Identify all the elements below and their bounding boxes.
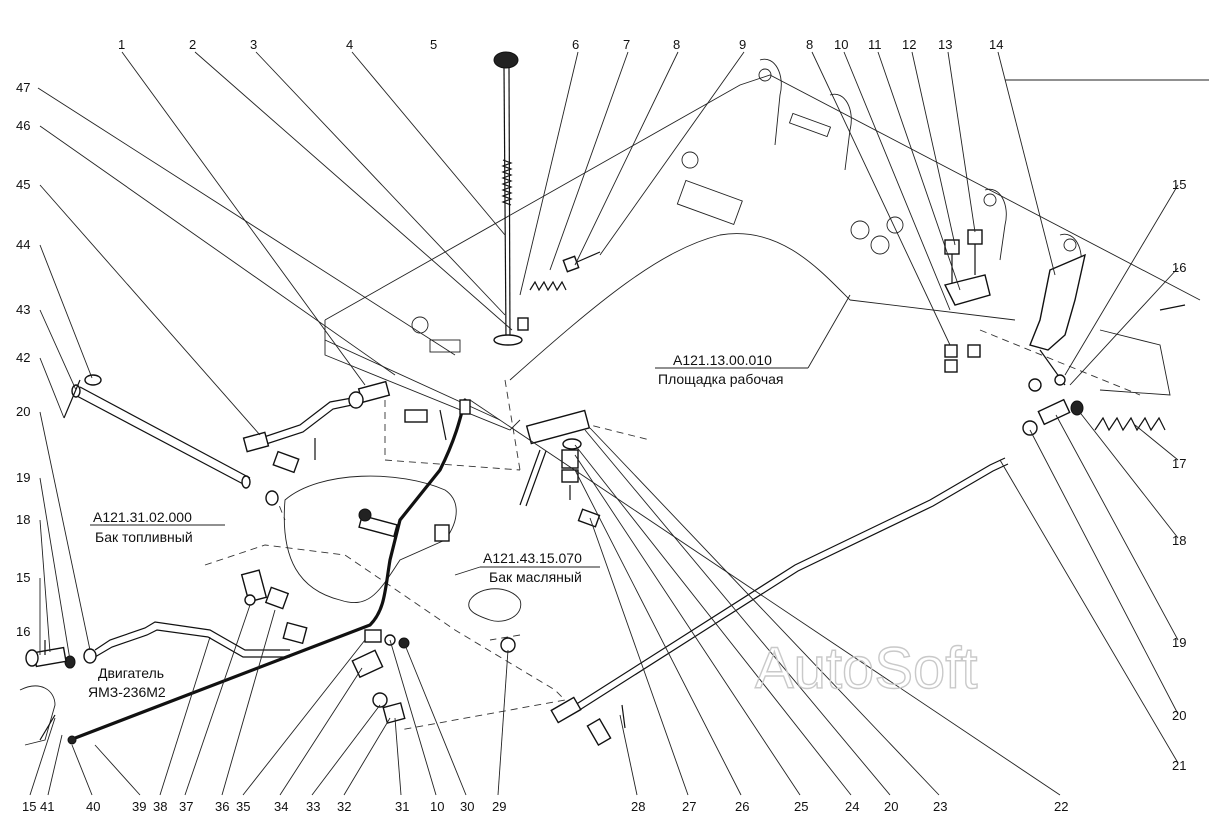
callout-label: 14 [989,37,1003,52]
callout-label: 36 [215,799,229,814]
callout-label: 41 [40,799,54,814]
callout-label: 5 [430,37,437,52]
callout-label: 33 [306,799,320,814]
watermark: AutoSoft [755,636,977,701]
callout-label: 4 [346,37,353,52]
callout-label: 20 [884,799,898,814]
callout-label: 32 [337,799,351,814]
callout-label: 22 [1054,799,1068,814]
callout-label: 45 [16,177,30,192]
bolts-11-13 [943,229,991,373]
callout-label: 10 [834,37,848,52]
callout-label: 13 [938,37,952,52]
leader-lines [29,51,1209,796]
engine-label-line1: Двигатель [98,665,164,681]
callout-label: 11 [868,37,882,52]
callout-label: 21 [1172,758,1186,773]
callout-label: 16 [1172,260,1186,275]
platform-outline [324,58,1201,431]
platform-code: А121.13.00.010 [673,352,772,368]
callouts-right: 15 16 17 18 19 20 21 [1172,177,1186,773]
spring-7 [529,251,601,292]
callout-label: 30 [460,799,474,814]
callout-label: 3 [250,37,257,52]
callout-label: 24 [845,799,859,814]
engine-bracket [19,640,76,746]
callout-label: 25 [794,799,808,814]
callout-label: 9 [739,37,746,52]
callout-label: 20 [16,404,30,419]
fuel-tank-outline [283,475,457,604]
callout-label: 28 [631,799,645,814]
callout-label: 20 [1172,708,1186,723]
callout-label: 31 [395,799,409,814]
callout-label: 23 [933,799,947,814]
callout-label: 15 [1172,177,1186,192]
callout-label: 38 [153,799,167,814]
callout-label: 35 [236,799,250,814]
oil-tank-name: Бак масляный [489,569,582,585]
fuel-tank-name: Бак топливный [95,529,193,545]
fuel-tank-code: А121.31.02.000 [93,509,192,525]
callout-label: 15 [16,570,30,585]
callout-label: 16 [16,624,30,639]
callout-label: 2 [189,37,196,52]
rod-38 [83,621,308,664]
callout-label: 37 [179,799,193,814]
clamps-30-34 [265,490,516,724]
callout-label: 10 [430,799,444,814]
callout-label: 17 [1172,456,1186,471]
callout-label: 43 [16,302,30,317]
callout-label: 40 [86,799,100,814]
engine-label-line2: ЯМЗ-236М2 [88,684,166,700]
callout-label: 46 [16,118,30,133]
oil-tank-outline [468,588,522,622]
platform-name: Площадка рабочая [658,371,784,387]
callout-label: 12 [902,37,916,52]
callout-label: 19 [16,470,30,485]
callout-label: 29 [492,799,506,814]
callout-label: 1 [118,37,125,52]
callout-label: 26 [735,799,749,814]
rod-22 [550,457,1009,746]
assembly-lines [204,329,1141,731]
brackets-35-36 [240,569,290,610]
callout-label: 8 [806,37,813,52]
callout-label: 47 [16,80,30,95]
callout-label: 18 [16,512,30,527]
callout-label: 19 [1172,635,1186,650]
oil-tank-code: А121.43.15.070 [483,550,582,566]
callout-label: 18 [1172,533,1186,548]
rod-44 [63,374,251,489]
callout-label: 42 [16,350,30,365]
callouts-bottom: 15 41 40 39 38 37 36 35 34 33 32 31 10 3… [22,799,1068,814]
pedal-14 [1022,253,1186,436]
callout-label: 15 [22,799,36,814]
callout-label: 6 [572,37,579,52]
callout-label: 39 [132,799,146,814]
shift-lever [493,51,529,346]
callouts-left: 47 46 45 44 43 42 20 19 18 15 16 [16,80,30,639]
callout-label: 8 [673,37,680,52]
callouts-top: 1 2 3 4 5 6 7 8 9 8 10 11 12 13 14 [118,37,1003,52]
lever-45 [242,380,391,474]
throttle-cable [67,398,467,745]
callout-label: 44 [16,237,30,252]
callout-label: 34 [274,799,288,814]
callout-label: 7 [623,37,630,52]
callout-label: 27 [682,799,696,814]
